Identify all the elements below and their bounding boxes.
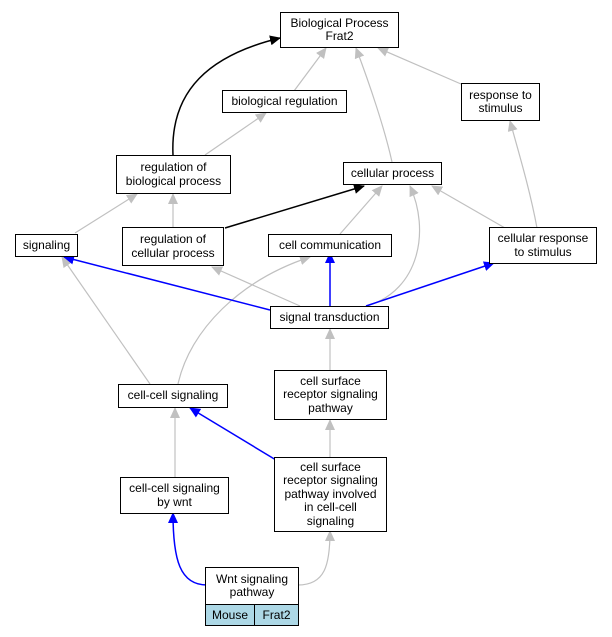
node-cell-cell-signaling[interactable]: cell-cell signaling xyxy=(118,384,228,408)
edge-sigtrans-to-regcell xyxy=(211,266,301,307)
edge-sigtrans-to-cellproc xyxy=(366,185,421,307)
edge-regcell-regulates-cellproc xyxy=(224,184,365,229)
edge-sigtrans-partof-signaling xyxy=(63,254,271,311)
edge-sigtrans-partof-cellresp xyxy=(365,261,495,307)
edge-cellproc-to-bp xyxy=(354,47,393,163)
legend-species: Mouse xyxy=(205,604,255,626)
edge-regbio-to-bioreg xyxy=(204,112,267,156)
edge-cellcomm-to-cellproc xyxy=(339,185,383,235)
node-cellular-process[interactable]: cellular process xyxy=(343,162,442,185)
node-cell-communication[interactable]: cell communication xyxy=(268,234,392,257)
node-signal-transduction[interactable]: signal transduction xyxy=(270,306,389,329)
edge-csrpcc-partof-ccs xyxy=(189,407,277,461)
edge-cellresp-to-cellproc xyxy=(431,185,506,229)
edge-ccs-to-signaling xyxy=(61,256,151,385)
edge-bioreg-to-bp xyxy=(293,47,327,92)
edge-ccs-to-cellcomm xyxy=(177,255,311,385)
node-biological-regulation[interactable]: biological regulation xyxy=(222,90,347,113)
edge-wnt-partof-ccswnt xyxy=(168,512,208,586)
edge-signaling-to-regbio xyxy=(74,193,138,234)
edge-regbio-regulates-bp xyxy=(172,35,281,156)
legend-gene: Frat2 xyxy=(254,604,299,626)
edge-wnt-to-csrpcc xyxy=(297,530,335,586)
node-signaling[interactable]: signaling xyxy=(15,234,78,257)
edge-cellresp-to-response xyxy=(507,120,538,229)
edge-response-to-bp xyxy=(377,47,462,85)
